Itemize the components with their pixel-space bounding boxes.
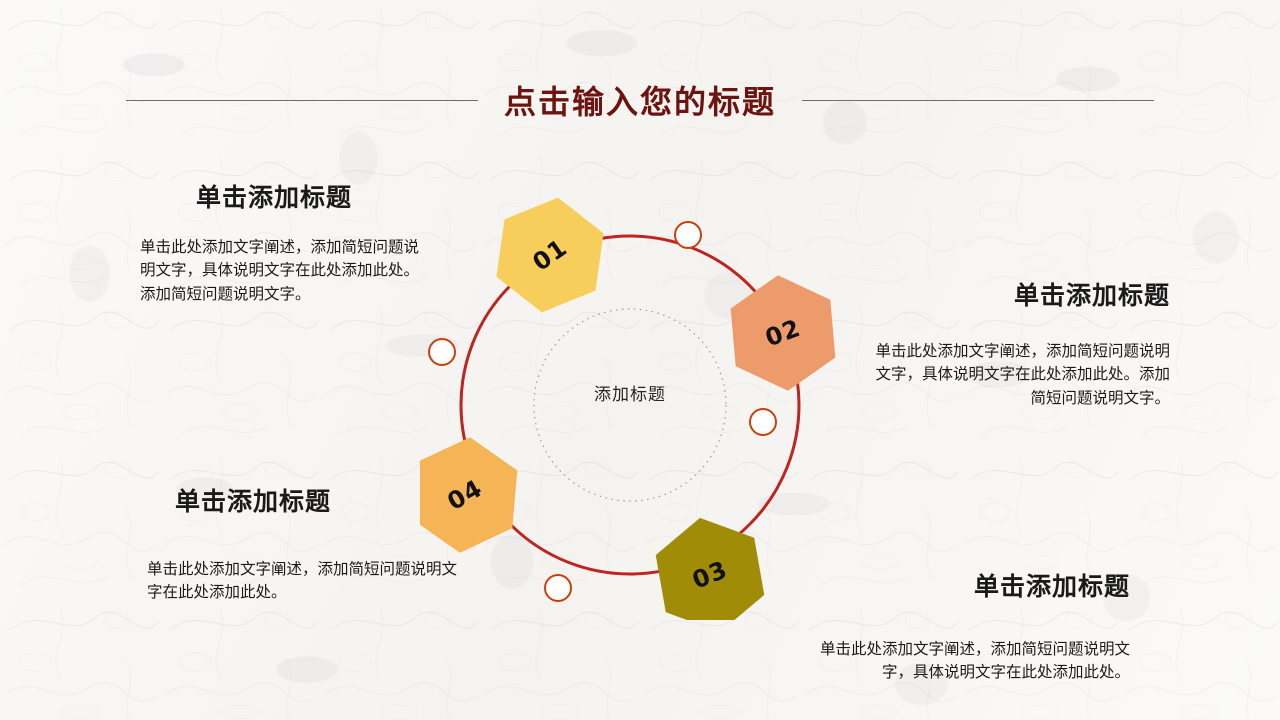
diagram-inner-dotted-circle <box>533 308 727 502</box>
header-rule-left <box>125 99 478 101</box>
block-4-heading: 单击添加标题 <box>973 572 1130 601</box>
diagram-outer-ring <box>459 234 801 576</box>
slide-header: 点击输入您的标题 <box>0 68 1280 132</box>
block-2-body: 单击此处添加文字阐述，添加简短问题说明文字，具体说明文字在此处添加此处。添加简短… <box>875 342 1170 407</box>
ring-marker-bottom[interactable] <box>544 574 572 602</box>
diagram-node-03[interactable]: 03 <box>651 509 770 620</box>
diagram-center-label: 添加标题 <box>594 385 666 405</box>
circular-process-diagram: 01 02 03 04 添加标题 <box>420 190 840 620</box>
hexagon-shape-02 <box>730 275 836 391</box>
hexagon-shape-01 <box>496 197 604 313</box>
block-1-heading: 单击添加标题 <box>196 183 353 212</box>
block-3-heading: 单击添加标题 <box>175 487 332 516</box>
diagram-node-01[interactable]: 01 <box>492 191 607 320</box>
hexagon-shape-03 <box>655 517 765 620</box>
block-1-body: 单击此处添加文字阐述，添加简短问题说明文字，具体说明文字在此处添加此处。添加简短… <box>140 238 420 303</box>
diagram-node-04[interactable]: 04 <box>420 433 520 557</box>
header-rule-right <box>802 99 1154 101</box>
ring-marker-top[interactable] <box>674 221 702 249</box>
block-3-body: 单击此处添加文字阐述，添加简短问题说明文字在此处添加此处。 <box>147 560 458 602</box>
block-4-body: 单击此处添加文字阐述，添加简短问题说明文字，具体说明文字在此处添加此处。 <box>819 640 1130 682</box>
diagram-node-02[interactable]: 02 <box>728 271 838 395</box>
block-2-heading: 单击添加标题 <box>1013 281 1170 310</box>
hexagon-shape-04 <box>420 437 518 553</box>
ring-marker-right[interactable] <box>749 408 777 436</box>
page-title: 点击输入您的标题 <box>503 83 776 121</box>
ring-marker-left[interactable] <box>428 338 456 366</box>
